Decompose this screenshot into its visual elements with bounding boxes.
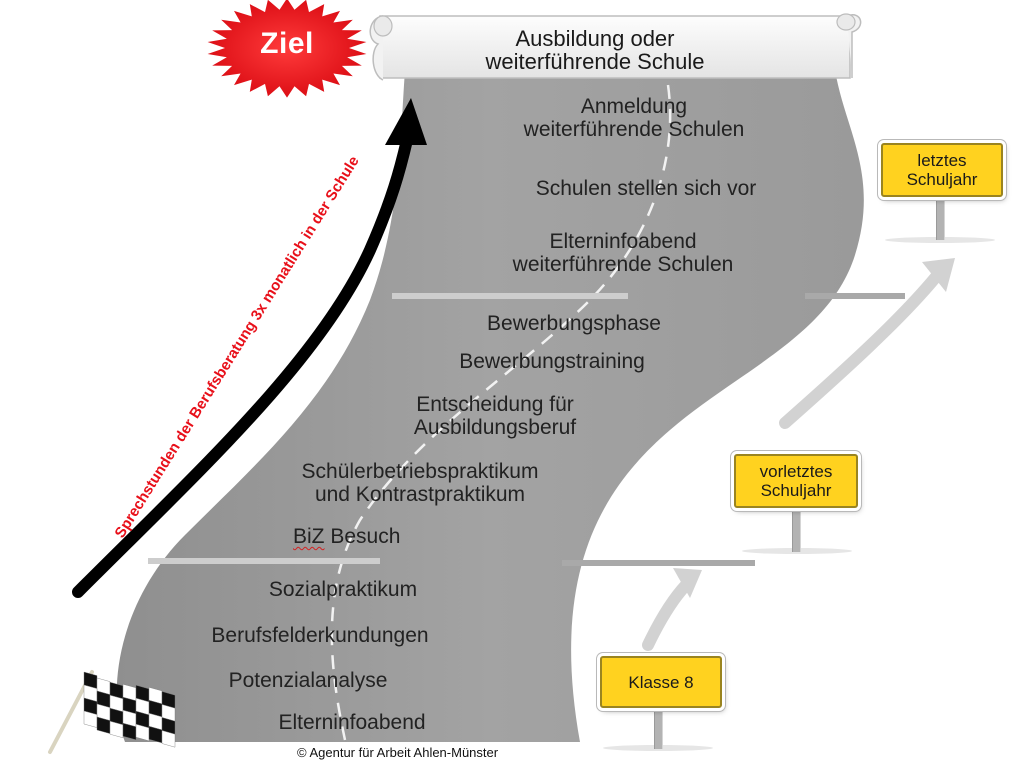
road-step-line: Anmeldung [484,95,784,118]
road-step-word: BiZ [293,525,325,548]
road-step-line: Entscheidung für [380,393,610,416]
road-step: Elterninfoabend weiterführende Schulen [472,230,774,276]
road-step-line: Schulen stellen sich vor [494,177,798,200]
sign-klasse-8: Klasse 8 [600,656,722,708]
road-step-line: Schülerbetriebspraktikum [258,460,582,483]
road-step-line: Bewerbungstraining [424,350,680,373]
road-step-line: und Kontrastpraktikum [258,483,582,506]
road-step: Schülerbetriebspraktikum und Kontrastpra… [258,460,582,506]
sign-line: Schuljahr [907,170,978,189]
road-step: Bewerbungsphase [454,312,694,335]
road-step: Berufsfelderkundungen [170,624,470,647]
sign-line: Klasse 8 [628,673,693,692]
sign-post [654,707,663,749]
road-step-line: weiterführende Schulen [484,118,784,141]
road-step-line: Potenzialanalyse [198,669,418,692]
goal-label: Ziel [222,27,352,61]
sign-vorletztes-schuljahr: vorletztes Schuljahr [734,454,858,508]
sign-post [792,508,801,552]
road-step-line: weiterführende Schulen [472,253,774,276]
banner-line-2: weiterführende Schule [400,50,790,73]
sign-line: letztes [907,151,978,170]
road-step: Anmeldung weiterführende Schulen [484,95,784,141]
road-step: Elterninfoabend [248,711,456,734]
road-step-line: Elterninfoabend [472,230,774,253]
progress-arrow-lower [648,585,686,645]
banner-title: Ausbildung oder weiterführende Schule [400,27,790,73]
road-step-line: Ausbildungsberuf [380,416,610,439]
copyright-text: © Agentur für Arbeit Ahlen-Münster [297,745,498,760]
road-step: Sozialpraktikum [238,578,448,601]
road-step: Bewerbungstraining [424,350,680,373]
road-step-line: Bewerbungsphase [454,312,694,335]
road-step: Potenzialanalyse [198,669,418,692]
sign-post [936,196,945,240]
road-step: Entscheidung für Ausbildungsberuf [380,393,610,439]
road-step-word: Besuch [330,525,400,548]
road-step-line: Elterninfoabend [248,711,456,734]
road-step-line: Berufsfelderkundungen [170,624,470,647]
sign-letztes-schuljahr: letztes Schuljahr [881,143,1003,197]
road-step-line: Sozialpraktikum [238,578,448,601]
road-step: Schulen stellen sich vor [494,177,798,200]
sign-line: vorletztes [760,462,833,481]
road-step: BiZ Besuch [293,525,443,548]
sign-line: Schuljahr [760,481,833,500]
banner-line-1: Ausbildung oder [400,27,790,50]
